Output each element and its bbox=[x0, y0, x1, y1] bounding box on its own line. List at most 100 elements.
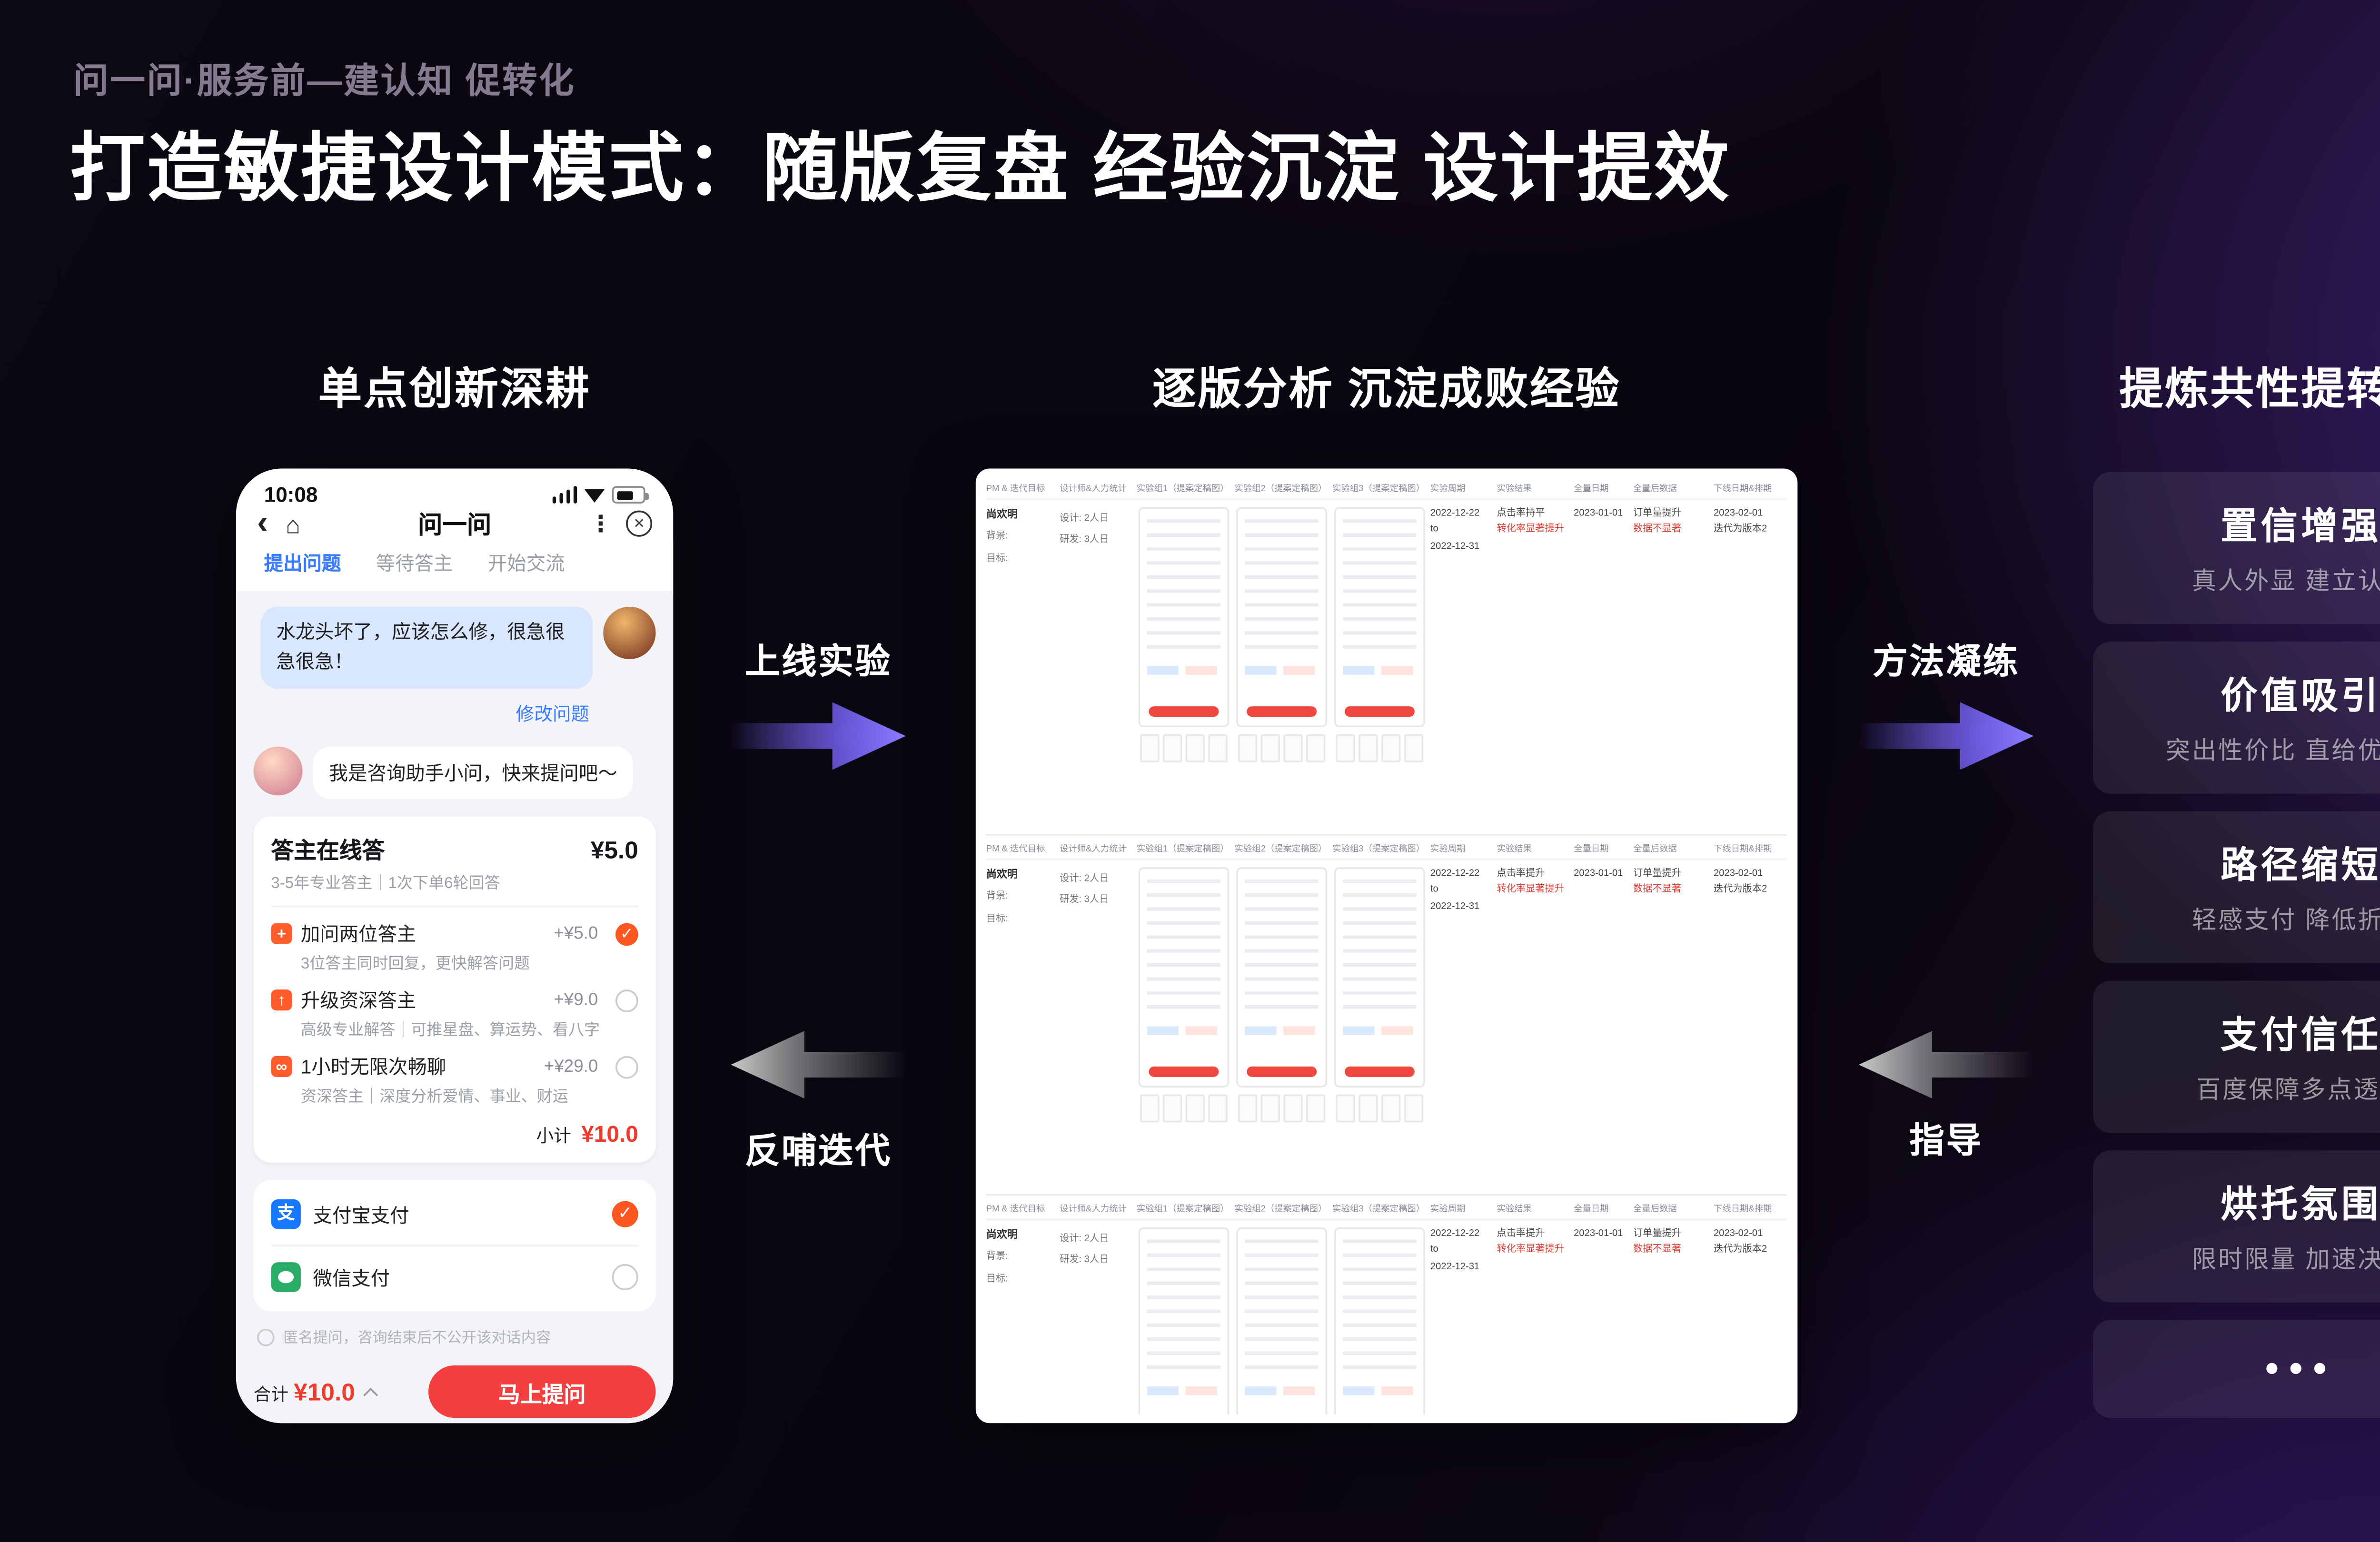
heading-mid: 逐版分析 沉淀成败经验 bbox=[1152, 365, 1621, 415]
card-title: 支付信任 bbox=[2221, 1016, 2380, 1056]
wechat-icon bbox=[271, 1262, 301, 1292]
addon-title: 升级资深答主 bbox=[300, 991, 416, 1012]
cell-post-data: 订单量提升数据不显著 bbox=[1633, 508, 1682, 536]
tab-chat[interactable]: 开始交流 bbox=[487, 554, 565, 575]
chevron-up-icon[interactable] bbox=[363, 1387, 378, 1403]
phone-mockup: 10:08 ‹ ⌂ 问一问 ⋮ ✕ 提出问题 等待答主 开始交流 水龙头坏了，应… bbox=[236, 468, 674, 1423]
anonymous-label: 匿名提问，咨询结束后不公开该对话内容 bbox=[283, 1328, 551, 1346]
card-title: 价值吸引 bbox=[2221, 676, 2380, 717]
cell-pm-goal: 尚欢明 背景: 目标: bbox=[986, 510, 1018, 564]
sheet-header-cell: 实验结果 bbox=[1497, 484, 1532, 495]
sheet-header-cell: 实验组2（提案定稿图） bbox=[1234, 484, 1327, 495]
service-title: 答主在线答 bbox=[271, 837, 385, 864]
addon-option[interactable]: + 加问两位答主 +¥5.0 3位答主同时回复，更快解答问题 bbox=[271, 919, 638, 974]
arrow-label-launch: 上线实验 bbox=[744, 643, 892, 682]
battery-icon bbox=[612, 486, 649, 504]
arrow-left-guide bbox=[1858, 1031, 2034, 1099]
cell-launch-date: 2023-01-01 bbox=[1574, 869, 1623, 880]
heading-left: 单点创新深耕 bbox=[318, 365, 591, 415]
experiment-screenshot-thumb bbox=[1235, 867, 1327, 1087]
addon-option[interactable]: ∞ 1小时无限次畅聊 +¥29.0 资深答主｜深度分析爱情、事业、财运 bbox=[271, 1052, 638, 1107]
sheet-section: PM & 迭代目标 设计师&人力统计 实验组1（提案定稿图） 实验组2（提案定稿… bbox=[986, 1196, 1787, 1414]
takeaway-card-trust: 置信增强 真人外显 建立认知 bbox=[2093, 472, 2380, 624]
sheet-header-row: PM & 迭代目标 设计师&人力统计 实验组1（提案定稿图） 实验组2（提案定稿… bbox=[986, 839, 1787, 860]
edit-question-row: 修改问题 bbox=[254, 698, 656, 729]
addon-title: 加问两位答主 bbox=[300, 925, 416, 946]
nav-title: 问一问 bbox=[417, 509, 492, 538]
addon-option[interactable]: ↑ 升级资深答主 +¥9.0 高级专业解答｜可推星盘、算运势、看八字 bbox=[271, 986, 638, 1040]
sheet-header-cell: PM & 迭代目标 bbox=[986, 1205, 1045, 1216]
sheet-header-row: PM & 迭代目标 设计师&人力统计 实验组1（提案定稿图） 实验组2（提案定稿… bbox=[986, 1199, 1787, 1221]
sheet-header-cell: 实验组3（提案定稿图） bbox=[1332, 844, 1425, 855]
takeaway-card-payment: 支付信任 百度保障多点透传 bbox=[2093, 980, 2380, 1133]
nav-bar: ‹ ⌂ 问一问 ⋮ ✕ bbox=[236, 507, 673, 540]
experiment-screenshot-thumb bbox=[1137, 507, 1229, 728]
tab-wait[interactable]: 等待答主 bbox=[376, 554, 453, 575]
addon-desc: 资深答主｜深度分析爱情、事业、财运 bbox=[300, 1087, 568, 1105]
addon-radio[interactable] bbox=[615, 922, 638, 945]
experiment-screenshot-thumb bbox=[1333, 867, 1425, 1087]
edit-question-link[interactable]: 修改问题 bbox=[516, 704, 589, 726]
back-icon[interactable]: ‹ bbox=[257, 505, 268, 542]
addon-desc: 高级专业解答｜可推星盘、算运势、看八字 bbox=[300, 1021, 600, 1039]
payment-row-wechat[interactable]: 微信支付 bbox=[271, 1245, 638, 1308]
sheet-section: PM & 迭代目标 设计师&人力统计 实验组1（提案定稿图） 实验组2（提案定稿… bbox=[986, 836, 1787, 1196]
arrow-right-launch bbox=[731, 702, 906, 770]
total-value: ¥10.0 bbox=[294, 1377, 355, 1406]
sheet-header-cell: 全量日期 bbox=[1574, 484, 1609, 495]
addon-price: +¥5.0 bbox=[554, 924, 598, 943]
payment-radio[interactable] bbox=[612, 1201, 638, 1227]
sheet-header-cell: 下线日期&排期 bbox=[1714, 844, 1772, 855]
cell-post-data: 订单量提升数据不显著 bbox=[1633, 869, 1682, 896]
checkout-bar: 合计 ¥10.0 马上提问 bbox=[254, 1365, 656, 1418]
card-desc: 轻感支付 降低折损 bbox=[2192, 905, 2380, 934]
experiment-screenshot-thumb bbox=[1333, 1227, 1425, 1414]
cell-result: 点击率持平转化率显著提升 bbox=[1497, 508, 1564, 536]
close-icon[interactable]: ✕ bbox=[626, 510, 653, 537]
anonymous-option[interactable]: 匿名提问，咨询结束后不公开该对话内容 bbox=[257, 1327, 652, 1348]
sheet-header-cell: PM & 迭代目标 bbox=[986, 844, 1045, 855]
addon-price: +¥29.0 bbox=[544, 1057, 598, 1077]
sheet-header-cell: 实验结果 bbox=[1497, 844, 1532, 855]
chat-body: 水龙头坏了，应该怎么修，很急很急很急！ 修改问题 我是咨询助手小问，快来提问吧～… bbox=[236, 591, 674, 1423]
card-title: 路径缩短 bbox=[2221, 846, 2380, 887]
total-label: 合计 bbox=[253, 1385, 289, 1405]
addon-radio[interactable] bbox=[615, 988, 638, 1012]
more-menu-icon[interactable]: ⋮ bbox=[589, 509, 612, 536]
experiment-screenshot-thumb bbox=[1235, 507, 1327, 728]
service-subtitle: 3-5年专业答主｜1次下单6轮回答 bbox=[271, 870, 638, 908]
addon-radio[interactable] bbox=[615, 1055, 638, 1078]
cell-pm-goal: 尚欢明 背景: 目标: bbox=[986, 1231, 1018, 1285]
arrow-left-feedback bbox=[731, 1031, 906, 1099]
experiment-screenshot-thumb bbox=[1235, 1227, 1327, 1414]
home-icon[interactable]: ⌂ bbox=[285, 509, 301, 538]
cell-exp1 bbox=[1137, 507, 1235, 762]
sheet-header-cell: 设计师&人力统计 bbox=[1060, 484, 1127, 495]
sheet-header-cell: PM & 迭代目标 bbox=[986, 484, 1045, 495]
upgrade-icon: ↑ bbox=[271, 989, 292, 1011]
payment-radio[interactable] bbox=[612, 1264, 638, 1291]
cell-pm-goal: 尚欢明 背景: 目标: bbox=[986, 870, 1018, 924]
anonymous-checkbox[interactable] bbox=[257, 1328, 275, 1346]
addon-title: 1小时无限次畅聊 bbox=[300, 1058, 446, 1079]
mini-thumbs bbox=[1332, 734, 1425, 762]
sheet-header-cell: 全量后数据 bbox=[1633, 1205, 1677, 1216]
payment-row-alipay[interactable]: 支 支付宝支付 bbox=[271, 1184, 638, 1245]
cell-launch-date: 2023-01-01 bbox=[1574, 1229, 1623, 1240]
payment-card: 支 支付宝支付 微信支付 bbox=[253, 1180, 656, 1312]
sheet-header-cell: 全量后数据 bbox=[1633, 844, 1677, 855]
slide-title: 打造敏捷设计模式：随版复盘 经验沉淀 设计提效 bbox=[69, 128, 1731, 212]
sheet-header-cell: 实验周期 bbox=[1430, 1205, 1466, 1216]
tab-ask[interactable]: 提出问题 bbox=[264, 554, 341, 575]
submit-question-button[interactable]: 马上提问 bbox=[428, 1365, 656, 1418]
wifi-icon bbox=[584, 489, 605, 503]
step-tabs: 提出问题 等待答主 开始交流 bbox=[236, 540, 674, 591]
sheet-header-cell: 全量后数据 bbox=[1633, 484, 1677, 495]
